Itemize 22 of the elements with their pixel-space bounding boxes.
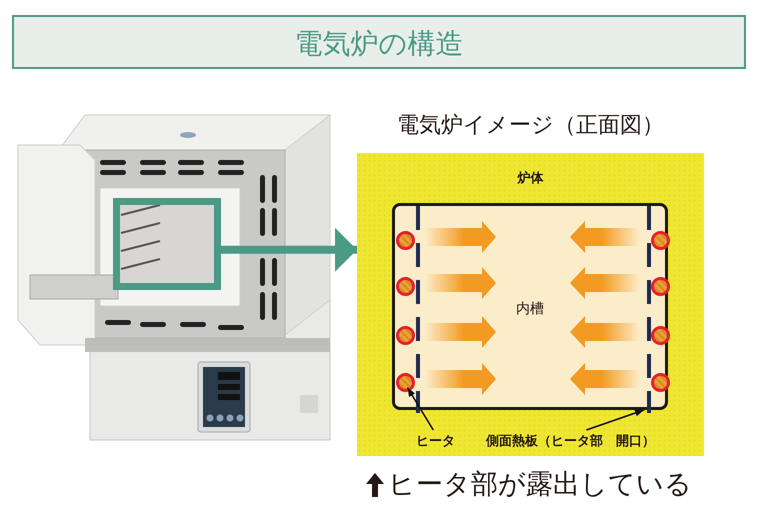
heater-circle [396, 277, 415, 296]
arrow [221, 228, 357, 272]
heater-circle [396, 231, 415, 250]
heater-circle [651, 277, 670, 296]
diagram-heading: 電気炉イメージ（正面図） [396, 112, 665, 140]
heater-circle [651, 326, 670, 345]
inner-chamber [392, 203, 668, 410]
heater-circle [651, 373, 670, 392]
part-label: ヒータ [416, 433, 455, 450]
heater-circle [396, 326, 415, 345]
heating-plate [416, 206, 420, 413]
title: 電気炉の構造 [294, 26, 464, 62]
body-label: 炉体 [516, 170, 544, 187]
leader-line [406, 387, 434, 430]
chamber-label: 内槽 [515, 300, 545, 318]
note-text: ヒータ部が露出している [388, 468, 692, 502]
heater-circle [651, 231, 670, 250]
highlight-frame [113, 198, 221, 290]
leader-line [586, 409, 644, 431]
part-label: 側面熱板（ヒータ部 開口） [486, 432, 655, 450]
heating-plate [647, 206, 651, 413]
heater-circle [396, 373, 415, 392]
